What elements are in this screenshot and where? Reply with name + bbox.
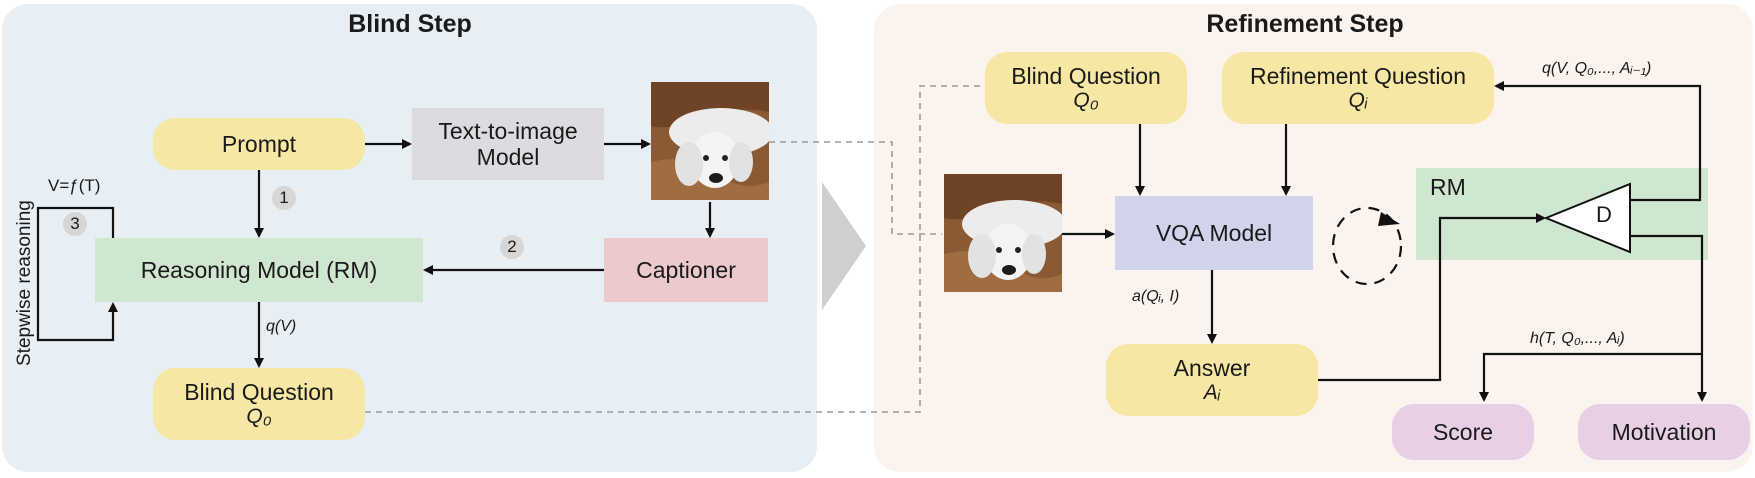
step-3-badge: 3: [63, 212, 87, 236]
captioner-box: Captioner: [604, 238, 768, 302]
step-2-badge: 2: [500, 235, 524, 259]
answer-label: Answer: [1173, 354, 1251, 381]
input-dog-image: [944, 174, 1062, 292]
blind-step-title: Blind Step: [348, 10, 472, 38]
score-label: Score: [1432, 418, 1494, 445]
blind-question-label-left: Blind Question: [184, 378, 334, 405]
a-q-i-label: a(Qᵢ, I): [1132, 288, 1180, 305]
blind-question-symbol-left: Q₀: [246, 405, 272, 429]
refinement-question-label: Refinement Question: [1249, 62, 1467, 89]
refinement-question-symbol: Qᵢ: [1348, 89, 1368, 113]
prompt-label: Prompt: [221, 130, 297, 157]
arrow-stepwise-loop: [36, 206, 118, 342]
decider-triangle: [1543, 182, 1631, 254]
arrow-answer-to-decider: [1318, 213, 1546, 382]
blind-question-box-left: Blind Question Q₀: [153, 368, 365, 440]
answer-box: Answer Aᵢ: [1106, 344, 1318, 416]
rm-label: RM: [1430, 174, 1466, 200]
vqa-model-box: VQA Model: [1115, 196, 1313, 270]
arrow-decider-to-refinement-question: [1494, 81, 1702, 202]
q-v-label: q(V): [266, 318, 297, 335]
step-1-badge: 1: [272, 186, 296, 210]
blind-question-box-right: Blind Question Q₀: [985, 52, 1187, 124]
arrow-decider-to-motivation: [1630, 234, 1707, 402]
refinement-step-title: Refinement Step: [1206, 10, 1404, 38]
blind-question-symbol-right: Q₀: [1073, 89, 1099, 113]
motivation-label: Motivation: [1611, 418, 1717, 445]
blind-question-label-right: Blind Question: [1011, 62, 1161, 89]
v-equals-f-t-label: V=ƒ(T): [48, 176, 101, 195]
decider-label: D: [1596, 202, 1612, 227]
text-to-image-model-box: Text-to-image Model: [412, 108, 604, 180]
score-box: Score: [1392, 404, 1534, 460]
dashed-image-to-image: [769, 141, 942, 235]
arrow-decider-to-score: [1479, 352, 1702, 402]
refresh-loop-icon: [1331, 206, 1403, 286]
q-top-label: q(V, Q₀,..., Aᵢ₋₁): [1542, 60, 1652, 77]
captioner-label: Captioner: [636, 256, 736, 283]
reasoning-model-box: Reasoning Model (RM): [95, 238, 423, 302]
refinement-question-box: Refinement Question Qᵢ: [1222, 52, 1494, 124]
text-to-image-model-label: Text-to-image Model: [438, 117, 578, 170]
answer-symbol: Aᵢ: [1203, 381, 1221, 405]
h-label: h(T, Q₀,..., Aᵢ): [1530, 330, 1625, 347]
dashed-blind-question-link: [365, 85, 985, 413]
vqa-model-label: VQA Model: [1155, 219, 1273, 246]
prompt-box: Prompt: [153, 118, 365, 170]
generated-dog-image: [651, 82, 769, 200]
motivation-box: Motivation: [1578, 404, 1750, 460]
reasoning-model-label: Reasoning Model (RM): [140, 256, 378, 283]
